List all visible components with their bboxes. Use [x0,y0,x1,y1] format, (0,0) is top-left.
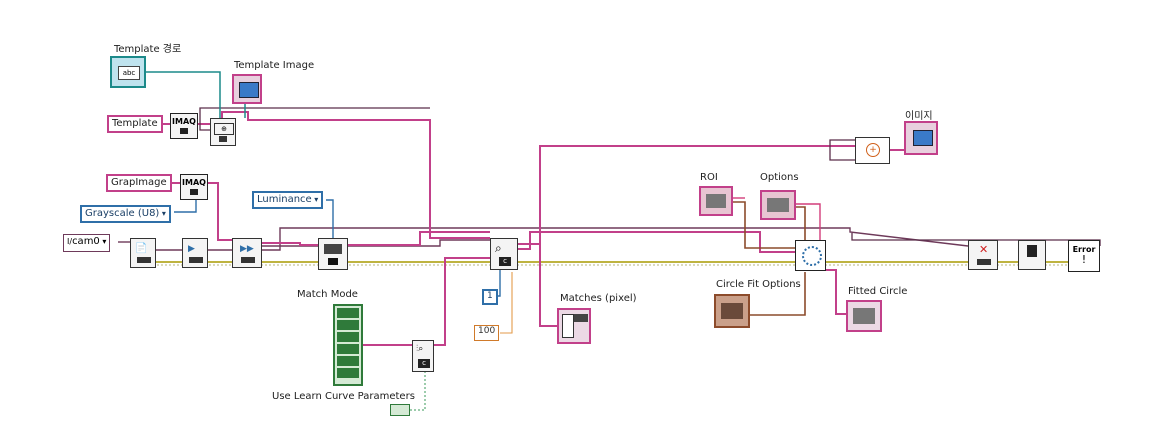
template-name-constant[interactable]: Template [107,115,163,133]
circle-fit-options-label: Circle Fit Options [716,279,801,290]
roi-control[interactable] [699,186,733,216]
imaq-icon [190,189,198,195]
find-circle-node[interactable] [795,240,826,271]
imaq-create-grab[interactable]: IMAQ [180,174,208,200]
match-mode-array[interactable] [333,304,363,386]
num-matches-constant[interactable]: 1 [482,289,498,305]
imaq-icon: c [499,257,511,266]
match-mode-item[interactable] [337,308,359,318]
numeric-wire [500,272,513,334]
cluster-icon [853,308,875,324]
match-mode-item[interactable] [337,368,359,378]
imaq-icon [219,136,227,142]
cluster-icon [706,194,726,208]
grab-name-constant[interactable]: GrapImage [106,174,172,192]
imaq-create-template[interactable]: IMAQ [170,113,198,139]
int-wire [174,199,501,297]
matches-indicator [557,308,591,344]
match-mode-item[interactable] [337,320,359,330]
camera-icon: I/ [67,237,73,246]
template-path-control[interactable]: abc [110,56,146,88]
camera-dropdown[interactable]: I/cam0 ▾ [63,234,111,252]
extract-plane-icon [324,244,342,254]
match-setup-node[interactable]: ⫶⌕ c [412,340,434,372]
template-path-label: Template 경로 [114,44,182,55]
imaqdx-close-camera[interactable]: ✕ [968,240,998,270]
image-display-icon [239,82,259,98]
cluster-wire [733,201,806,316]
pattern-match-node[interactable]: ⌕ c [490,238,518,270]
circle-fit-options-control[interactable] [714,294,750,328]
template-image-label: Template Image [234,60,315,71]
match-mode-item[interactable] [337,356,359,366]
numeric-icon [574,314,588,322]
image-type-value: Grayscale (U8) [85,208,160,219]
path-wire [146,71,246,118]
imaqdx-configure-grab[interactable]: ▶ [182,238,208,268]
fitted-circle-label: Fitted Circle [848,286,908,297]
imaq-dispose[interactable] [1018,240,1046,270]
extract-color-plane[interactable] [318,238,348,270]
crosshair-icon: + [866,143,880,157]
open-icon: 📄 [135,243,148,254]
min-score-constant[interactable]: 100 [474,325,500,341]
close-icon: ✕ [979,243,989,256]
options-label: Options [760,172,799,183]
imaq-label: IMAQ [172,117,196,126]
configure-icon: ▶ [188,244,195,254]
settings-icon: ⫶⌕ [416,344,424,354]
options-control[interactable] [760,190,796,220]
template-image-indicator [232,74,262,104]
camera-icon [241,257,255,263]
matches-label: Matches (pixel) [560,293,637,304]
fitted-circle-indicator [846,300,882,332]
match-mode-item[interactable] [337,332,359,342]
image-wire [162,111,906,346]
camera-value: cam0 [72,236,100,247]
imaqdx-open-camera[interactable]: 📄 [130,238,156,268]
imaq-icon [328,258,338,265]
roi-label: ROI [700,172,718,183]
imaq-label: IMAQ [182,178,206,187]
camera-icon [977,259,991,265]
array-icon [562,314,574,338]
use-learn-curve-label: Use Learn Curve Parameters [272,391,415,402]
error-label: Error [1072,245,1096,254]
match-mode-item[interactable] [337,344,359,354]
camera-icon [137,257,151,263]
image-type-dropdown[interactable]: Grayscale (U8) [80,205,171,223]
warning-icon: ! [1081,253,1087,266]
circle-icon [802,246,822,266]
image-display-icon [913,130,933,146]
imaqdx-grab[interactable]: ▶▶ [232,238,262,268]
image-indicator-label: 이미지 [905,111,933,122]
magnifier-icon: ⌕ [495,241,502,255]
overlay-node[interactable]: + [855,137,890,164]
match-mode-label: Match Mode [297,289,358,300]
file-read-icon: ⊕ [214,123,234,135]
camera-icon [189,257,203,263]
cluster-icon [767,198,789,212]
use-learn-curve-control[interactable] [390,404,410,416]
simple-error-handler[interactable]: Error ! [1068,240,1100,272]
grab-icon: ▶▶ [240,244,254,254]
imaq-read-file[interactable]: ⊕ [210,118,236,146]
imaq-icon [180,128,188,134]
trash-icon [1027,245,1037,257]
cluster-icon [721,303,743,319]
path-icon: abc [118,66,140,80]
color-plane-dropdown[interactable]: Luminance [252,191,324,209]
imaq-icon: c [418,359,430,368]
color-plane-value: Luminance [257,194,312,205]
image-indicator [904,121,938,155]
